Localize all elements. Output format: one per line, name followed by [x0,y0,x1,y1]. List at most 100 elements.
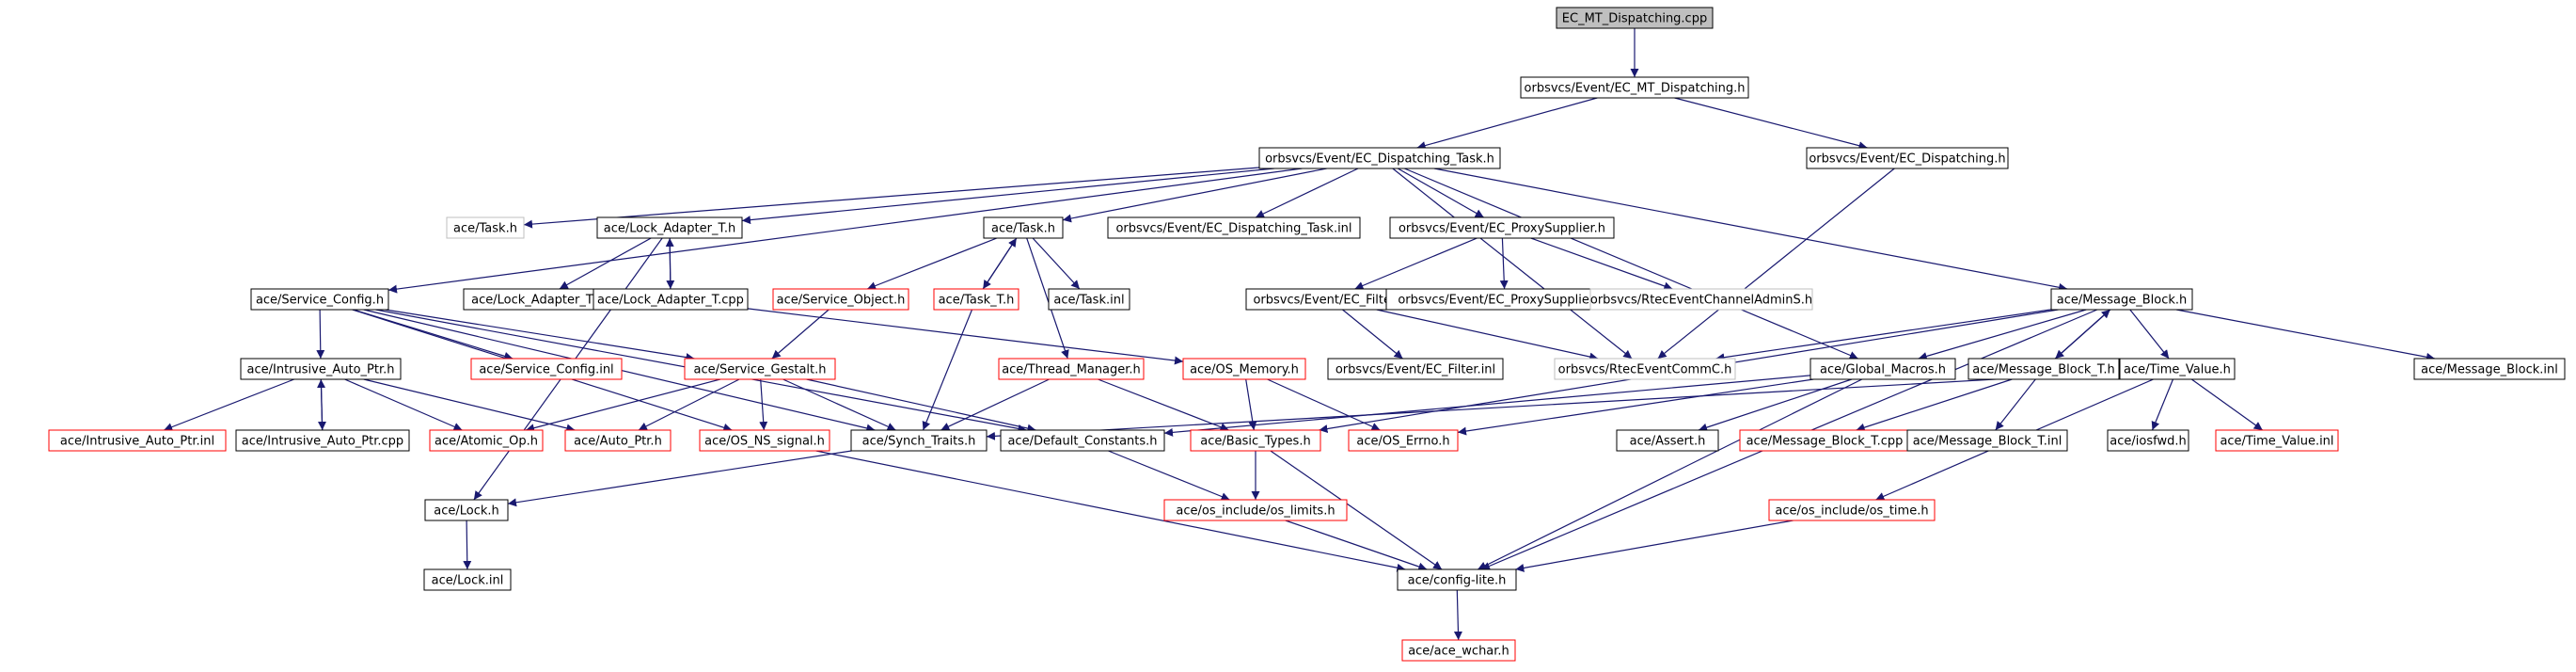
node-lockadapter_cpp[interactable]: ace/Lock_Adapter_T.cpp [593,288,749,311]
node-configlite_h[interactable]: ace/config-lite.h [1397,568,1517,591]
node-label: ace/ace_wchar.h [1408,645,1509,659]
node-dtask_inl[interactable]: orbsvcs/Event/EC_Dispatching_Task.inl [1107,216,1361,239]
node-label: ace/Lock.inl [432,574,504,588]
node-iosfwd_h[interactable]: ace/iosfwd.h [2107,429,2189,452]
node-lockadapter_h[interactable]: ace/Lock_Adapter_T.h [596,216,743,239]
node-iap_inl[interactable]: ace/Intrusive_Auto_Ptr.inl [48,429,227,452]
edge-filter_h-to-filter_inl [1342,309,1403,360]
node-lock_inl[interactable]: ace/Lock.inl [423,568,512,591]
edge-mt_h-to-disp_h [1674,97,1868,151]
node-acetask_ext[interactable]: ace/Task.h [446,216,525,239]
node-box [699,429,830,452]
edge-lockadapter_cpp-to-osmemory_h [747,308,1184,365]
node-svcgestalt_h[interactable]: ace/Service_Gestalt.h [684,358,836,380]
node-osnssignal_h[interactable]: ace/OS_NS_signal.h [699,429,830,452]
node-label: ace/Message_Block.h [2057,294,2188,308]
node-label: ace/Message_Block.inl [2421,363,2558,377]
node-ostime_h[interactable]: ace/os_include/os_time.h [1768,499,1936,521]
node-lock_h[interactable]: ace/Lock.h [424,499,509,521]
node-svcobj_h[interactable]: ace/Service_Object.h [772,288,909,311]
edge-osmemory_h-to-basictypes_h [1245,378,1257,431]
node-box [1401,639,1516,662]
node-label: ace/Task.h [991,222,1055,236]
node-filter_h[interactable]: orbsvcs/Event/EC_Filter.h [1245,288,1414,311]
node-svccfg_inl[interactable]: ace/Service_Config.inl [470,358,623,380]
edge-layer [163,28,2436,641]
node-oslimits_h[interactable]: ace/os_include/os_limits.h [1163,499,1348,521]
node-synchtraits_h[interactable]: ace/Synch_Traits.h [850,429,988,452]
node-box [1520,76,1749,99]
edge-dtask_h-to-task_h [1062,168,1327,223]
node-taskt_h[interactable]: ace/Task_T.h [933,288,1019,311]
node-task_inl[interactable]: ace/Task.inl [1048,288,1130,311]
node-filter_inl[interactable]: orbsvcs/Event/EC_Filter.inl [1327,358,1504,380]
node-svccfg_h[interactable]: ace/Service_Config.h [250,288,389,311]
node-rtecadmin_h[interactable]: orbsvcs/RtecEventChannelAdminS.h [1589,288,1813,311]
edge-taskt_h-to-synchtraits_h [922,309,973,431]
node-defconst_h[interactable]: ace/Default_Constants.h [1000,429,1165,452]
node-label: ace/os_include/os_limits.h [1176,504,1335,519]
node-label: ace/Lock.h [434,504,499,519]
node-proxysup_inl[interactable]: orbsvcs/Event/EC_ProxySupplier.inl [1385,288,1624,311]
node-acewchar_h[interactable]: ace/ace_wchar.h [1401,639,1516,662]
node-timevalue_h[interactable]: ace/Time_Value.h [2119,358,2236,380]
node-label: ace/Task_T.h [939,294,1015,308]
edge-iap_h-to-autoptr_h [363,378,576,433]
node-box [1806,147,2009,169]
node-msgblockt_h[interactable]: ace/Message_Block_T.h [1968,358,2120,380]
node-label: ace/Synch_Traits.h [862,435,976,449]
edge-proxysup_h-to-proxysup_inl [1499,237,1509,290]
node-timevalue_inl[interactable]: ace/Time_Value.inl [2215,429,2339,452]
edge-timevalue_h-to-timevalue_inl [2190,378,2264,431]
node-label: orbsvcs/Event/EC_Filter.h [1253,294,1406,308]
node-msgblockt_cpp[interactable]: ace/Message_Block_T.cpp [1739,429,1910,452]
node-box [1327,358,1504,380]
node-box [850,429,988,452]
edge-task_h-to-task_inl [1032,237,1081,290]
node-box [772,288,909,311]
node-label: ace/Basic_Types.h [1200,435,1310,449]
node-box [1906,429,2068,452]
node-box [470,358,623,380]
node-label: ace/Service_Config.inl [479,363,613,377]
node-msgblockt_inl[interactable]: ace/Message_Block_T.inl [1906,429,2068,452]
node-label: ace/OS_Errno.h [1356,435,1449,449]
node-assert_h[interactable]: ace/Assert.h [1616,429,1719,452]
node-label: orbsvcs/Event/EC_Dispatching_Task.inl [1115,222,1351,236]
edge-task_h-to-svcobj_h [866,237,998,290]
node-oserrno_h[interactable]: ace/OS_Errno.h [1348,429,1459,452]
node-rteccomm_h[interactable]: orbsvcs/RtecEventCommC.h [1554,358,1736,380]
edge-msgblock_h-to-msgblock_inl [2175,309,2436,361]
node-box [1554,358,1736,380]
node-label: orbsvcs/Event/EC_ProxySupplier.inl [1398,294,1611,308]
node-osmemory_h[interactable]: ace/OS_Memory.h [1182,358,1306,380]
node-autoptr_h[interactable]: ace/Auto_Ptr.h [564,429,672,452]
node-task_h[interactable]: ace/Task.h [983,216,1064,239]
node-globalmacros_h[interactable]: ace/Global_Macros.h [1810,358,1956,380]
node-label: ace/OS_Memory.h [1190,363,1299,377]
edge-msgblock_h-to-rteccomm_h [1715,309,2052,362]
node-atomicop_h[interactable]: ace/Atomic_Op.h [429,429,544,452]
edge-svcgestalt_h-to-synchtraits_h [782,378,896,431]
node-label: ace/config-lite.h [1408,574,1507,588]
edge-msgblockt_h-to-msgblockt_cpp [1856,378,2013,432]
node-label: ace/Service_Object.h [777,294,906,308]
node-lockadapter_inl[interactable]: ace/Lock_Adapter_T.inl [463,288,619,311]
node-box [1556,7,1714,29]
edge-svcgestalt_h-to-osnssignal_h [759,378,768,431]
node-label: ace/Task.h [453,222,517,236]
node-proxysup_h[interactable]: orbsvcs/Event/EC_ProxySupplier.h [1389,216,1615,239]
node-label: ace/os_include/os_time.h [1775,504,1928,519]
node-mt_h[interactable]: orbsvcs/Event/EC_MT_Dispatching.h [1520,76,1749,99]
node-box [424,499,509,521]
node-dtask_h[interactable]: orbsvcs/Event/EC_Dispatching_Task.h [1258,147,1501,169]
node-threadmgr_h[interactable]: ace/Thread_Manager.h [998,358,1145,380]
node-iap_h[interactable]: ace/Intrusive_Auto_Ptr.h [240,358,402,380]
node-disp_h[interactable]: orbsvcs/Event/EC_Dispatching.h [1806,147,2009,169]
node-msgblock_h[interactable]: ace/Message_Block.h [2050,288,2193,311]
node-basictypes_h[interactable]: ace/Basic_Types.h [1190,429,1321,452]
node-iap_cpp[interactable]: ace/Intrusive_Auto_Ptr.cpp [235,429,410,452]
node-msgblock_inl[interactable]: ace/Message_Block.inl [2413,358,2566,380]
edge-lockadapter_h-to-lockadapter_inl [559,237,652,290]
